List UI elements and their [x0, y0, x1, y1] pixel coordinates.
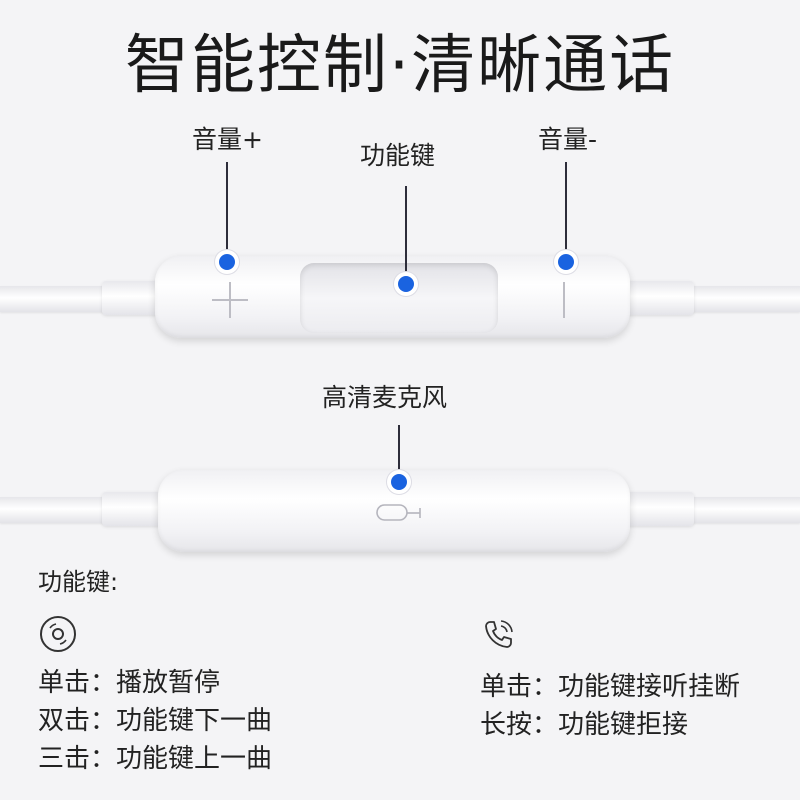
top-cable-left	[0, 286, 110, 312]
music-controls-list: 单击：播放暂停 双击：功能键下一曲 三击：功能键上一曲	[38, 664, 272, 778]
microphone-label: 高清麦克风	[322, 383, 448, 412]
microphone-icon	[376, 504, 421, 521]
mic-cable-left	[0, 497, 110, 523]
top-collar-right	[624, 281, 694, 315]
list-item: 长按：功能键拒接	[480, 710, 689, 740]
page-title: 智能控制·清晰通话	[124, 29, 676, 103]
minus-icon	[563, 282, 565, 318]
volume-down-pointer	[565, 162, 567, 258]
phone-icon	[485, 620, 513, 648]
microphone-pointer	[398, 425, 400, 477]
top-cable-right	[690, 286, 800, 312]
function-key-button	[300, 263, 498, 333]
list-item: 三击：功能键上一曲	[38, 744, 273, 774]
function-key-pointer	[405, 186, 407, 278]
disc-icon	[40, 616, 76, 652]
volume-down-dot	[558, 254, 574, 270]
section-title: 功能键:	[38, 568, 119, 596]
volume-up-pointer	[226, 162, 228, 258]
volume-up-dot	[219, 254, 235, 270]
list-item: 双击：功能键下一曲	[38, 706, 273, 736]
list-item: 单击：功能键接听挂断	[480, 672, 741, 702]
microphone-dot	[391, 474, 407, 490]
top-collar-left	[102, 281, 164, 315]
call-controls-list: 单击：功能键接听挂断 长按：功能键拒接	[480, 668, 740, 744]
mic-collar-left	[102, 492, 164, 526]
volume-up-label: 音量+	[192, 125, 263, 154]
function-key-dot	[398, 276, 414, 292]
list-item: 单击：播放暂停	[38, 668, 221, 698]
plus-icon	[212, 282, 248, 318]
volume-down-label: 音量-	[538, 125, 598, 154]
function-key-label: 功能键	[360, 141, 436, 170]
mic-collar-right	[624, 492, 694, 526]
mic-cable-right	[690, 497, 800, 523]
